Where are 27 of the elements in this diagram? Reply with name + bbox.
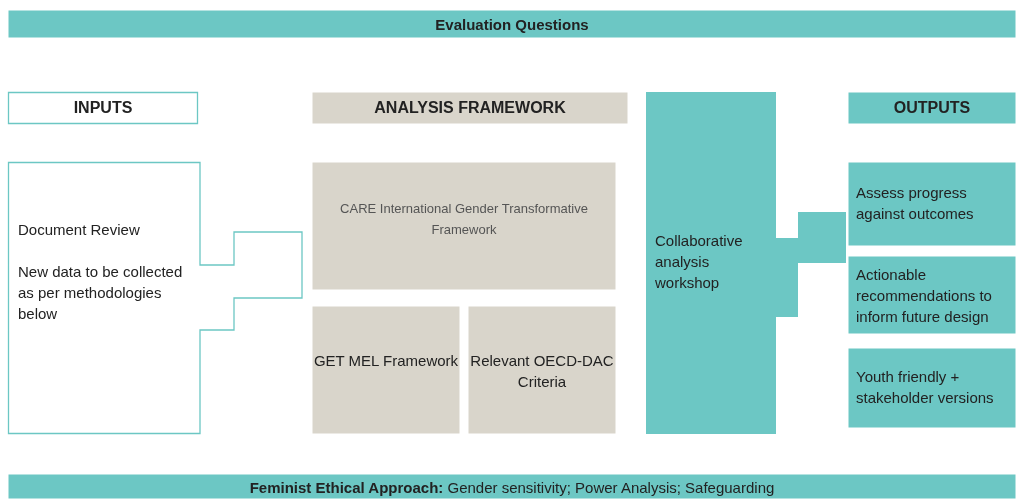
output-box bbox=[848, 256, 1016, 334]
node-text: New data to be collected as per methodologies below bbox=[18, 262, 184, 324]
section-title: INPUTS bbox=[72, 98, 134, 118]
node-text: Collaborative analysis workshop bbox=[655, 231, 744, 293]
node-text: GET MEL Framework bbox=[312, 351, 460, 371]
section-header bbox=[8, 92, 198, 124]
node-text: Assess progress against outcomes bbox=[856, 183, 975, 224]
node-text: Document Review bbox=[18, 220, 141, 240]
output-box bbox=[848, 162, 1016, 246]
output-box bbox=[848, 348, 1016, 428]
framework-box bbox=[312, 162, 616, 290]
node-text: CARE International Gender Transformative Framework bbox=[339, 200, 589, 239]
footer-bar bbox=[8, 474, 1016, 499]
framework-box bbox=[468, 306, 616, 434]
node-text: Youth friendly + stakeholder versions bbox=[856, 367, 995, 408]
footer-text: Feminist Ethical Approach: Gender sensitivity; Power Analysis; Safeguarding bbox=[248, 478, 776, 498]
section-header bbox=[312, 92, 628, 124]
heading-text: Evaluation Questions bbox=[434, 15, 590, 35]
input-arrow bbox=[8, 162, 302, 434]
workshop-arrow bbox=[646, 92, 846, 434]
section-title: ANALYSIS FRAMEWORK bbox=[373, 98, 567, 118]
framework-box bbox=[312, 306, 460, 434]
heading-bar bbox=[8, 10, 1016, 38]
node-text: Actionable recommendations to inform future design bbox=[856, 265, 993, 327]
node-text: Relevant OECD-DAC Criteria bbox=[469, 351, 615, 392]
section-title: OUTPUTS bbox=[892, 98, 972, 118]
section-header bbox=[848, 92, 1016, 124]
